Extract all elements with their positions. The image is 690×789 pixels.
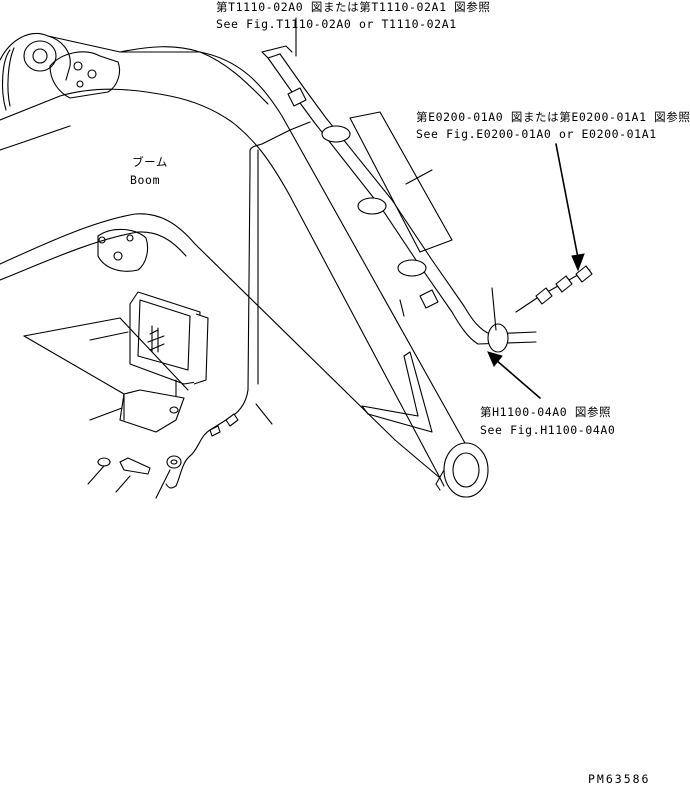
work-lamp: [129, 291, 209, 397]
e0200-reference-en: See Fig.E0200-01A0 or E0200-01A1: [416, 127, 657, 141]
washer: [97, 457, 111, 467]
leader-lines: [87, 17, 585, 499]
washer-leader: [87, 465, 105, 485]
e0200-reference-jp: 第E0200-01A0 図または第E0200-01A1 図参照: [416, 110, 690, 124]
nut-leader: [155, 469, 171, 499]
t1110-reference-jp: 第T1110-02A0 図または第T1110-02A1 図参照: [216, 0, 491, 14]
boom-label-jp: ブーム: [132, 155, 168, 169]
hose-leader: [491, 287, 497, 331]
harness-leader: [255, 403, 273, 425]
h1100-reference-jp: 第H1100-04A0 図参照: [480, 405, 612, 419]
t1110-reference-en: See Fig.T1110-02A0 or T1110-02A1: [216, 17, 457, 31]
drawing-number: PM63586: [588, 772, 651, 786]
h1100-leader: [495, 359, 541, 399]
e0200-leader: [555, 143, 579, 259]
h1100-reference-en: See Fig.H1100-04A0: [480, 423, 616, 437]
boom-structure: [0, 32, 489, 498]
lamp-bracket: [23, 317, 189, 433]
clamp-leader: [405, 169, 433, 185]
bracket-leader: [89, 407, 123, 421]
fasteners: [97, 455, 182, 475]
nut: [166, 455, 182, 469]
lamp-wiring-harness: [165, 121, 593, 489]
bolt-leader: [115, 475, 131, 493]
boom-label-en: Boom: [130, 173, 161, 187]
bolt: [119, 457, 151, 475]
lamp-leader: [89, 331, 129, 341]
hydraulic-pipe-assembly: [261, 45, 537, 353]
